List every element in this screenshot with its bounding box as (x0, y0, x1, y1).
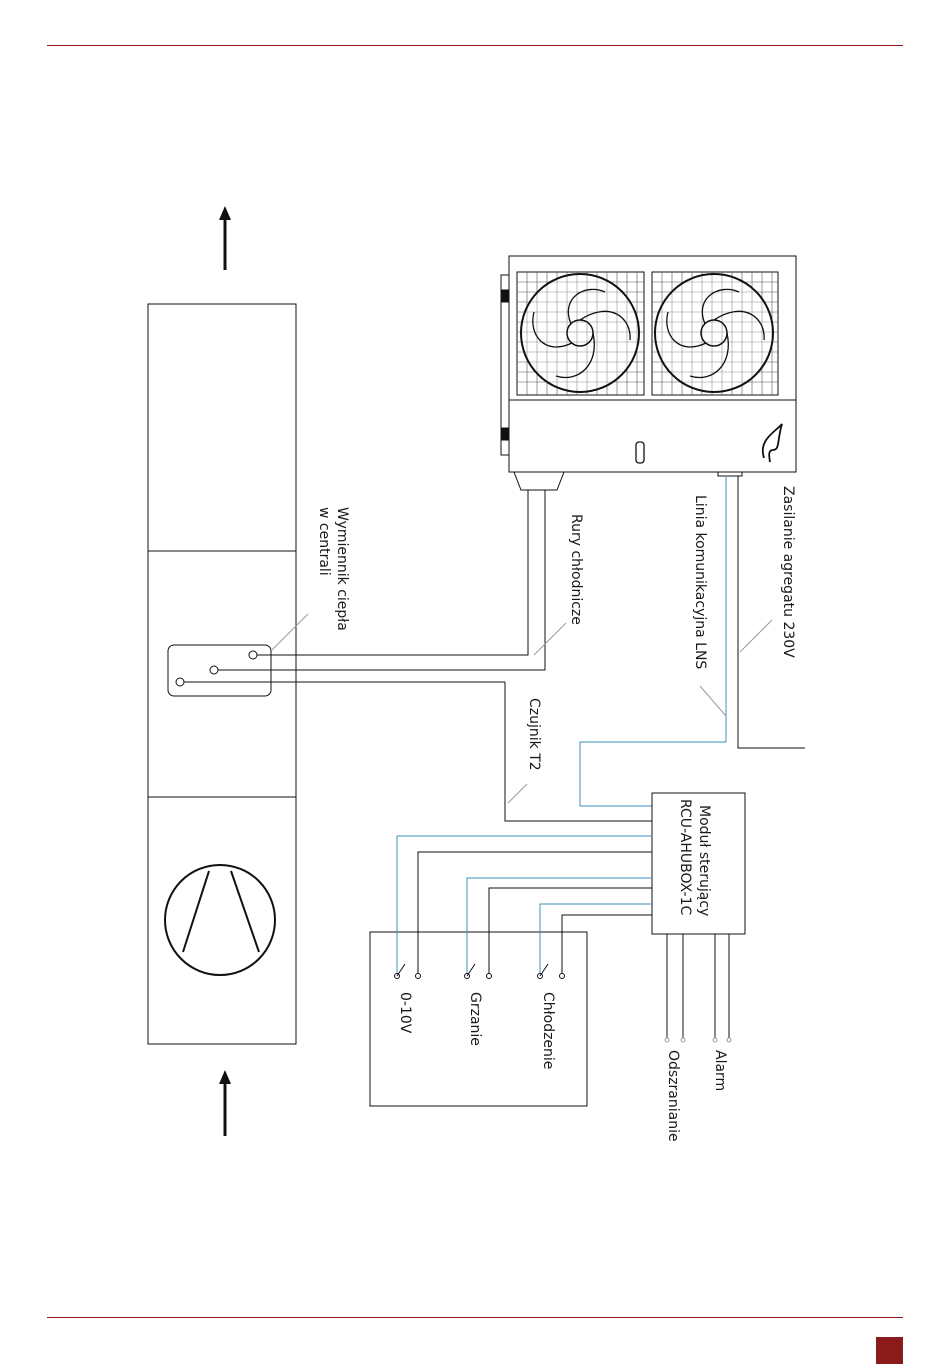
label-heat-exchanger-2: w centrali (316, 507, 332, 576)
sensor-t2-leader (508, 784, 527, 803)
switch-0-10v (395, 964, 421, 979)
airflow-arrow-bottom (219, 1070, 231, 1136)
label-power-supply: Zasilanie agregatu 230V (780, 486, 796, 658)
airflow-arrow-top (219, 206, 231, 270)
heat-exchanger-leader (272, 614, 308, 650)
label-refrigerant-pipes: Rury chłodnicze (568, 514, 584, 625)
switch-cooling (538, 964, 565, 979)
label-control-module-1: Moduł sterujący (696, 805, 712, 916)
label-signal-defrost: Odszranianie (665, 1050, 681, 1142)
output-terminals (665, 1038, 731, 1042)
power-supply-leader (740, 620, 772, 652)
label-control-module-2: RCU-AHUBOX-1C (677, 799, 693, 915)
refrigerant-pipes-leader (534, 623, 566, 655)
label-comm-line: Linia komunikacyjna LNS (692, 495, 708, 669)
fan-icon (165, 865, 275, 975)
label-signal-alarm: Alarm (712, 1050, 728, 1091)
label-sensor-t2: Czujnik T2 (526, 698, 542, 771)
label-signal-heating: Grzanie (467, 992, 483, 1046)
outdoor-unit (501, 256, 796, 490)
label-signal-0-10v: 0-10V (397, 992, 413, 1034)
communication-line-leader (700, 686, 726, 716)
switch-heating (465, 964, 492, 979)
label-signal-cooling: Chłodzenie (540, 992, 556, 1069)
refrigerant-pipes (184, 490, 545, 682)
label-heat-exchanger-1: Wymiennik ciepła (334, 507, 350, 631)
control-wires (397, 836, 652, 973)
output-wires (667, 934, 729, 1038)
